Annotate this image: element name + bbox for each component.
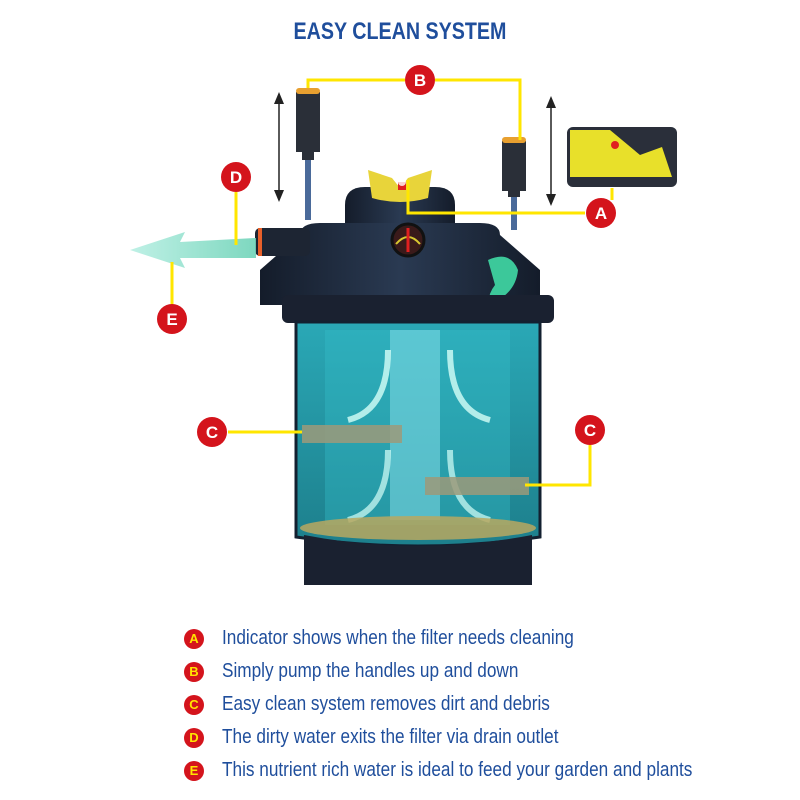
svg-text:A: A: [595, 204, 607, 223]
svg-text:B: B: [414, 71, 426, 90]
legend-item-c: C Easy clean system removes dirt and deb…: [184, 688, 769, 721]
right-pump-handle: [502, 137, 526, 230]
legend-text-c: Easy clean system removes dirt and debri…: [222, 693, 550, 715]
legend-badge-c: C: [184, 694, 204, 715]
up-down-arrow-right-icon: [546, 96, 556, 206]
drain-outflow-arrow: [130, 232, 256, 268]
filter-lid: [255, 170, 540, 320]
svg-text:C: C: [206, 423, 218, 442]
callout-c-right: C: [575, 415, 605, 445]
callout-e: E: [157, 304, 187, 334]
legend-item-d: D The dirty water exits the filter via d…: [184, 721, 769, 754]
legend-badge-e: E: [184, 760, 204, 781]
svg-text:C: C: [584, 421, 596, 440]
legend-text-e: This nutrient rich water is ideal to fee…: [222, 759, 693, 781]
callout-d: D: [221, 162, 251, 192]
left-pump-handle: [296, 88, 320, 220]
legend-item-a: A Indicator shows when the filter needs …: [184, 622, 769, 655]
svg-text:E: E: [166, 310, 177, 329]
up-down-arrow-left-icon: [274, 92, 284, 202]
callout-b: B: [405, 65, 435, 95]
legend-badge-a: A: [184, 628, 204, 649]
legend: A Indicator shows when the filter needs …: [184, 622, 769, 787]
indicator-detail-inset: [567, 127, 677, 187]
filter-diagram: B A D E C C: [130, 65, 677, 585]
svg-text:D: D: [230, 168, 242, 187]
callout-c-left: C: [197, 417, 227, 447]
diagram-title: EASY CLEAN SYSTEM: [293, 18, 507, 45]
filter-chamber: [294, 320, 542, 548]
callout-a: A: [586, 198, 616, 228]
legend-item-e: E This nutrient rich water is ideal to f…: [184, 754, 769, 787]
legend-badge-b: B: [184, 661, 204, 682]
legend-badge-d: D: [184, 727, 204, 748]
filter-rim: [282, 295, 554, 323]
leader-lines: [170, 78, 614, 487]
legend-item-b: B Simply pump the handles up and down: [184, 655, 769, 688]
legend-text-a: Indicator shows when the filter needs cl…: [222, 627, 574, 649]
filter-base: [304, 535, 532, 585]
legend-text-d: The dirty water exits the filter via dra…: [222, 726, 559, 748]
legend-text-b: Simply pump the handles up and down: [222, 660, 519, 682]
